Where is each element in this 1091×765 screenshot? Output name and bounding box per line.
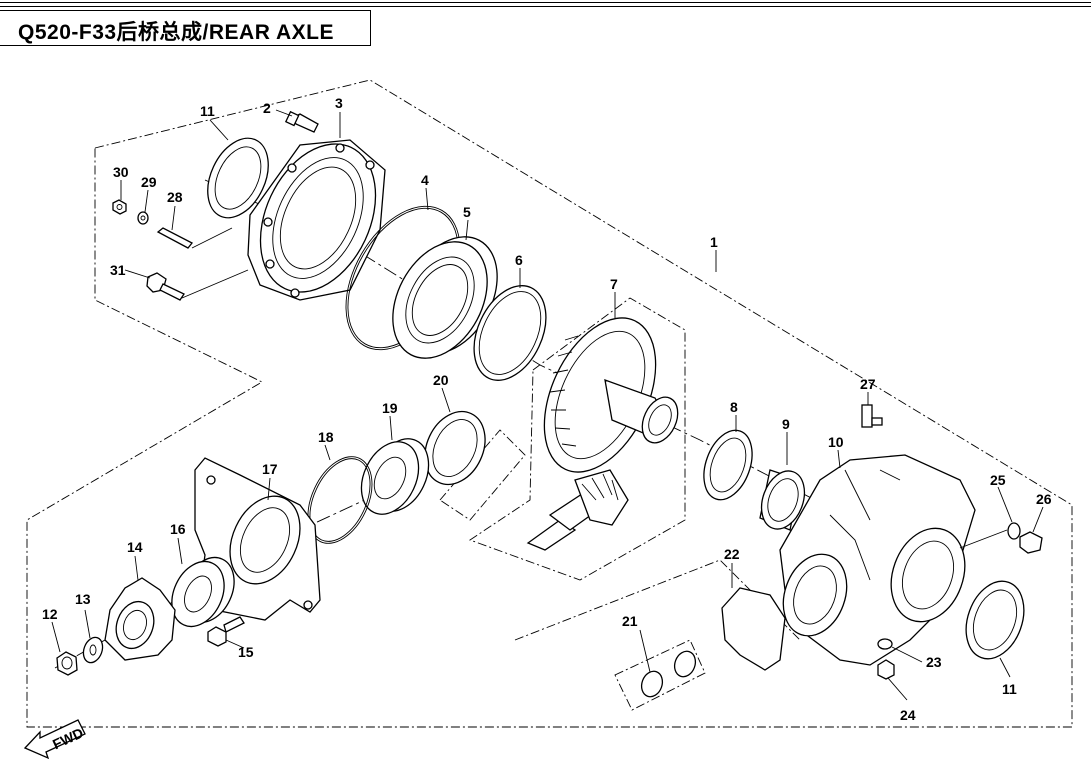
- leader-25: [959, 529, 1008, 549]
- part-24-drain-plug: [877, 659, 895, 680]
- callout-9: 9: [782, 416, 790, 432]
- part-18-o-ring: [307, 456, 373, 544]
- callout-27: 27: [860, 376, 876, 392]
- part-23-washer: [877, 638, 893, 650]
- part-29-washer: [137, 211, 149, 225]
- callout-8: 8: [730, 399, 738, 415]
- callout-26: 26: [1036, 491, 1052, 507]
- pinion-bearing-boundary: [439, 429, 526, 521]
- part-5-bearing: [392, 236, 498, 359]
- callout-15: 15: [238, 644, 254, 660]
- callout-23: 23: [926, 654, 942, 670]
- callout-11-right: 11: [1002, 681, 1017, 697]
- diagram-title: Q520-F33后桥总成/REAR AXLE: [18, 21, 334, 44]
- callout-21: 21: [622, 613, 638, 629]
- callout-5: 5: [463, 204, 471, 220]
- callout-12: 12: [42, 606, 58, 622]
- callout-10: 10: [828, 434, 844, 450]
- callout-28: 28: [167, 189, 183, 205]
- part-22-gasket: [721, 587, 786, 671]
- fwd-arrow-icon: FWD: [23, 719, 86, 760]
- callout-25: 25: [990, 472, 1006, 488]
- callout-4: 4: [421, 172, 429, 188]
- part-30-nut: [112, 199, 127, 215]
- part-19-bearing: [360, 438, 430, 515]
- part-8-shim: [703, 429, 753, 501]
- callout-29: 29: [141, 174, 157, 190]
- part-11-oil-seal-left: [207, 137, 269, 219]
- callout-22: 22: [724, 546, 740, 562]
- callout-17: 17: [262, 461, 278, 477]
- part-16-bearing: [171, 556, 235, 628]
- callout-13: 13: [75, 591, 91, 607]
- part-21-bushings: [640, 650, 697, 698]
- part-31-flange-bolt: [146, 272, 185, 301]
- callout-6: 6: [515, 252, 523, 268]
- part-14-hub-flange: [104, 577, 176, 661]
- callout-16: 16: [170, 521, 186, 537]
- callout-labels: 1 2 3 4 5 6 7 8 9 10 11 11 12 13 14 15 1…: [42, 95, 1052, 723]
- callout-31: 31: [110, 262, 126, 278]
- bushing-kit-boundary: [614, 639, 706, 711]
- leader-31: [181, 269, 249, 299]
- callout-19: 19: [382, 400, 398, 416]
- callout-30: 30: [113, 164, 129, 180]
- top-rule: [0, 2, 1091, 3]
- callout-leaders: [51, 109, 1044, 701]
- part-11-oil-seal-right: [965, 580, 1025, 660]
- part-12-nut: [56, 651, 78, 676]
- part-3-housing-cover: [247, 139, 386, 301]
- title-box: Q520-F33后桥总成/REAR AXLE: [0, 10, 371, 46]
- callout-3: 3: [335, 95, 343, 111]
- callout-18: 18: [318, 429, 334, 445]
- gear-set-boundary: [469, 297, 686, 581]
- part-25-washer: [1007, 522, 1021, 540]
- top-rule-inner: [0, 6, 1091, 7]
- main-axis-line: [204, 179, 931, 561]
- callout-20: 20: [433, 372, 449, 388]
- callout-2: 2: [263, 100, 271, 116]
- part-20-bearing-cup: [424, 410, 486, 486]
- fwd-label: FWD: [50, 724, 86, 752]
- part-15-bolt: [207, 616, 245, 647]
- part-6-shim: [473, 285, 547, 381]
- part-7-ring-gear: [543, 317, 679, 473]
- part-27-breather: [861, 404, 883, 428]
- callout-14: 14: [127, 539, 143, 555]
- part-10-main-housing: [779, 454, 976, 666]
- callout-7: 7: [610, 276, 618, 292]
- pinion-gear: [526, 469, 629, 551]
- callout-24: 24: [900, 707, 916, 723]
- part-2-bolt: [284, 110, 319, 133]
- assembly-boundary: [26, 79, 1073, 728]
- part-13-washer: [82, 636, 104, 664]
- part-9-needle-bearing: [759, 469, 806, 531]
- part-26-plug: [1019, 531, 1043, 554]
- callout-11-left: 11: [200, 103, 215, 119]
- callout-1: 1: [710, 234, 718, 250]
- leader-28: [191, 227, 233, 249]
- part-28-stud: [156, 227, 194, 249]
